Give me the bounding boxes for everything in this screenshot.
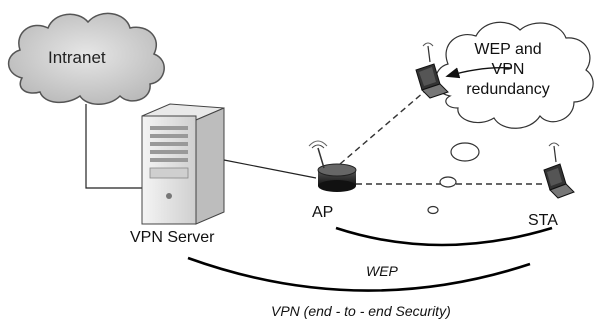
server-ap-link	[223, 159, 317, 179]
redundancy-text: WEP and VPN redundancy	[452, 40, 564, 100]
redundancy-arrow	[445, 67, 513, 79]
redundancy-thought-cloud	[427, 21, 594, 215]
intranet-label: Intranet	[48, 48, 106, 67]
server-tower-icon	[141, 103, 225, 225]
redundancy-text-line1: WEP and	[474, 41, 542, 58]
wep-link-curve	[335, 226, 553, 247]
wep-label: WEP	[366, 263, 398, 279]
intranet-cloud-icon	[7, 12, 165, 105]
laptop-icon	[415, 42, 449, 99]
redundancy-text-line3: redundancy	[466, 81, 550, 98]
vpn-server-label: VPN Server	[130, 229, 215, 246]
intranet-server-link	[85, 104, 146, 189]
ap-upper-laptop-link	[339, 91, 425, 165]
vpn-tunnel-curve	[187, 256, 531, 292]
redundancy-text-line2: VPN	[491, 61, 525, 78]
vpn-tunnel-label: VPN (end - to - end Security)	[271, 303, 451, 319]
ap-label: AP	[312, 204, 334, 221]
sta-laptop-icon	[543, 142, 575, 199]
sta-label: STA	[528, 212, 558, 229]
access-point-icon	[308, 140, 357, 192]
